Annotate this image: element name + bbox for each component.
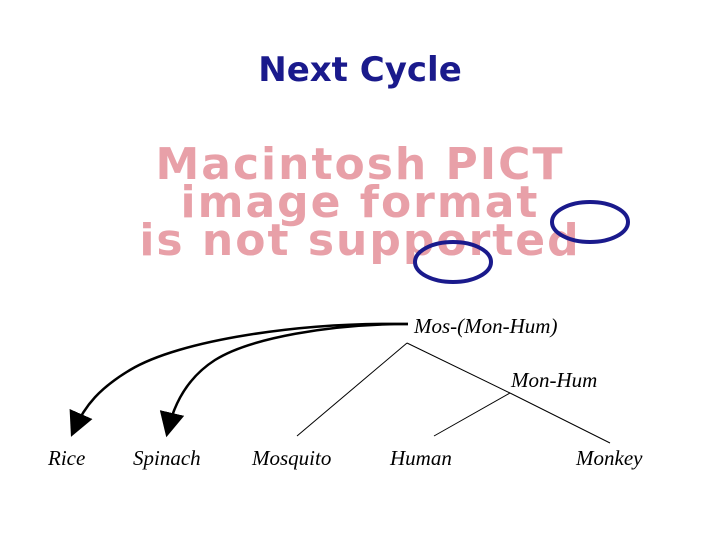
leaf-label-mosquito: Mosquito <box>252 446 332 470</box>
arrow-root-to-rice <box>69 322 409 437</box>
arrow-root-to-spinach <box>159 322 409 438</box>
node-label-mon-hum: Mon-Hum <box>511 368 598 392</box>
edge-monhum-monkey <box>509 392 611 444</box>
placeholder-line-3: is not supported <box>139 215 581 266</box>
edge-monhum-human <box>433 392 511 437</box>
slide-title: Next Cycle <box>258 50 462 90</box>
node-label-root: Mos-(Mon-Hum) <box>414 314 558 338</box>
leaf-label-rice: Rice <box>48 446 86 470</box>
unsupported-image-placeholder: Macintosh PICT image format is not suppo… <box>0 139 720 266</box>
highlight-circle-right <box>550 200 630 244</box>
highlight-circle-left <box>413 240 493 284</box>
placeholder-line-2: image format <box>180 177 540 228</box>
leaf-label-human: Human <box>390 446 452 470</box>
edge-root-monhum <box>406 342 511 394</box>
leaf-label-spinach: Spinach <box>133 446 201 470</box>
edge-root-mosquito <box>296 342 408 437</box>
placeholder-line-1: Macintosh PICT <box>155 139 565 190</box>
leaf-label-monkey: Monkey <box>576 446 643 470</box>
